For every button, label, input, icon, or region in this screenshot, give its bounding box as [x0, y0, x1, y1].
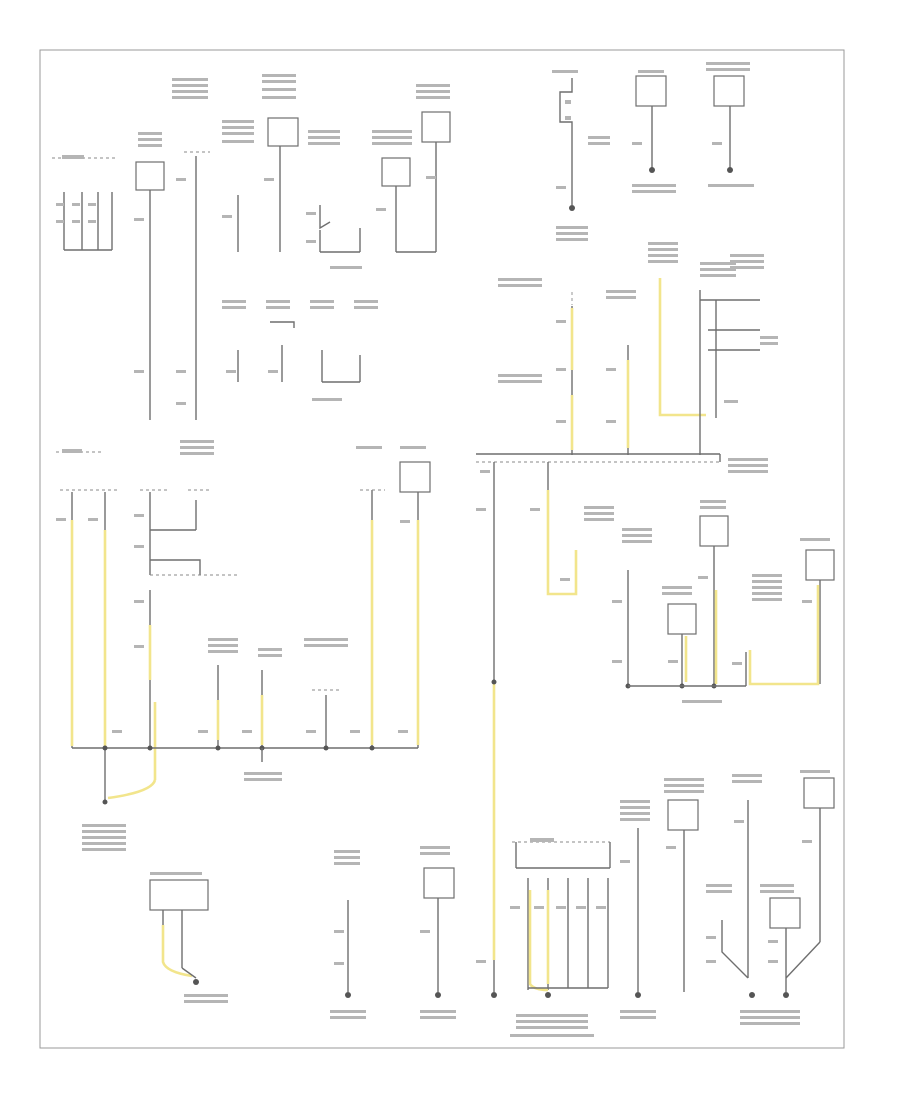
- actuator-bottom-left: [149, 879, 209, 911]
- module-right-upper: [699, 515, 729, 547]
- bottom-right-section: [510, 770, 835, 1037]
- module-bottom-right-b: [803, 777, 835, 809]
- module-bottom-right-a: [667, 799, 699, 831]
- module-top-right-b: [421, 111, 451, 143]
- lower-left-section: [56, 440, 431, 851]
- sensor-top-center: [267, 117, 299, 147]
- right-middle-section: [476, 242, 778, 998]
- top-right-section: [552, 62, 754, 241]
- diagram-frame: [39, 49, 845, 1049]
- connector-group-top-left: [56, 192, 113, 251]
- right-lower-middle-section: [612, 500, 835, 703]
- switch-right-far: [805, 549, 835, 581]
- bottom-left-section: [149, 846, 456, 1019]
- module-top-right-a: [381, 157, 411, 187]
- sensor-right-mid: [667, 603, 697, 635]
- control-module-left: [135, 161, 165, 191]
- module-bottom-right-c: [769, 897, 801, 929]
- top-left-section: [52, 74, 451, 420]
- switch-row-left: [222, 300, 378, 401]
- sensor-top-right-a: [635, 75, 667, 107]
- sensor-top-right-b: [713, 75, 745, 107]
- motor-lower-left: [399, 461, 431, 493]
- relay-bottom-center: [423, 867, 455, 899]
